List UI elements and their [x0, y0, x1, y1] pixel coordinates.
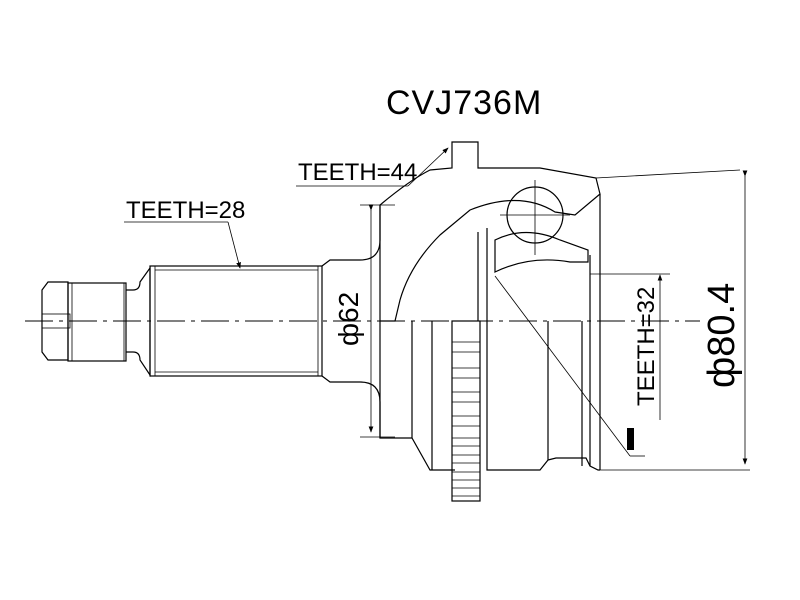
inner-spline-marker	[627, 428, 634, 450]
shaft-threaded-end	[41, 266, 151, 377]
seal-diameter-dimension: ф62	[333, 204, 395, 438]
inner-spline-annotation: TEETH=32	[494, 273, 670, 457]
outer-diameter-dimension: ф80.4	[701, 170, 748, 465]
housing-lower-half	[379, 321, 750, 471]
abs-ring-teeth-label: TEETH=44	[298, 159, 417, 186]
inner-spline-teeth-label: TEETH=32	[633, 287, 660, 406]
abs-tone-ring	[451, 320, 481, 502]
part-number-title: CVJ736M	[386, 84, 542, 122]
outer-housing-section	[379, 141, 741, 470]
outer-spline-teeth-label: TEETH=28	[126, 197, 245, 224]
abs-ring-annotation: TEETH=44	[296, 147, 449, 187]
outer-diameter-label: ф80.4	[701, 283, 743, 388]
seal-diameter-label: ф62	[333, 292, 364, 346]
outer-spline-annotation: TEETH=28	[124, 197, 245, 269]
